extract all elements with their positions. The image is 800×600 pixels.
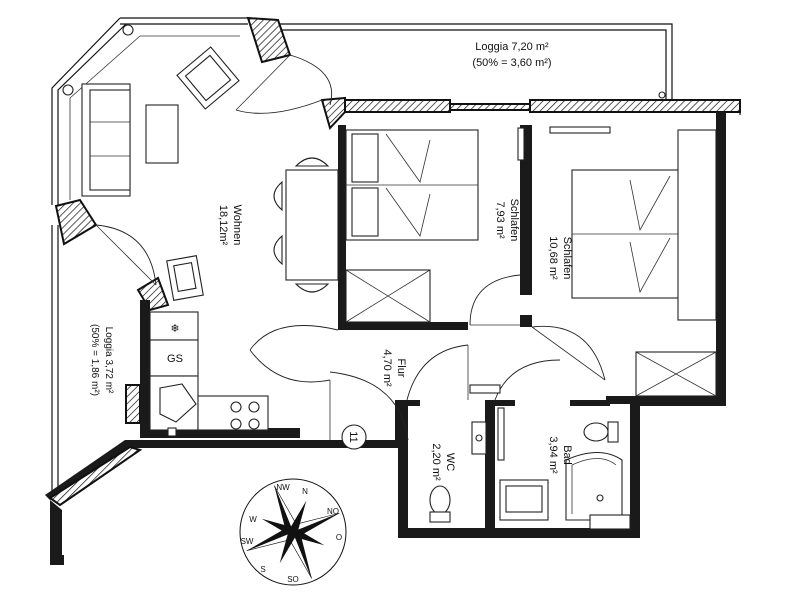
room-labels: Loggia 7,20 m² (50% = 3,60 m²) Wohnen 18… bbox=[89, 41, 573, 481]
flur-area: 4,70 m² bbox=[381, 349, 393, 387]
wc-name: WC bbox=[444, 453, 456, 471]
exterior-walls bbox=[45, 16, 741, 565]
compass-so: SO bbox=[287, 575, 299, 584]
unit-number-badge: 11 bbox=[341, 424, 367, 450]
bedroom-1-furniture bbox=[345, 127, 525, 326]
schlafen1-name: Schlafen bbox=[508, 199, 520, 242]
loggia-top-area: (50% = 3,60 m²) bbox=[472, 57, 551, 69]
flur-name: Flur bbox=[395, 359, 407, 378]
loggia-balustrade bbox=[51, 17, 673, 498]
wc-fixtures bbox=[429, 407, 505, 523]
compass-sw: SW bbox=[241, 537, 254, 546]
stove-icon bbox=[230, 401, 260, 430]
bad-area: 3,94 m² bbox=[547, 436, 559, 474]
toilet-icon bbox=[429, 485, 451, 515]
schlafen2-area: 10,68 m² bbox=[547, 236, 559, 280]
bedroom-2-furniture bbox=[531, 126, 717, 397]
fridge-icon: ❄ bbox=[170, 323, 179, 335]
compass-s: S bbox=[260, 565, 265, 574]
wc-area: 2,20 m² bbox=[430, 443, 442, 481]
bath-fixtures bbox=[499, 421, 631, 530]
shower-icon bbox=[565, 451, 623, 521]
compass-o: O bbox=[336, 533, 342, 542]
unit-number: 11 bbox=[347, 431, 359, 442]
dishwasher-label: GS bbox=[167, 353, 183, 365]
hallway-doors bbox=[249, 325, 561, 441]
compass-rose-icon: NW N NO W O SW S SO bbox=[239, 478, 347, 586]
living-room-furniture bbox=[81, 46, 339, 293]
schlafen2-name: Schlafen bbox=[561, 237, 573, 280]
interior-walls bbox=[338, 125, 636, 530]
compass-nw: NW bbox=[276, 483, 290, 492]
kitchen bbox=[149, 255, 269, 437]
schlafen1-area: 7,93 m² bbox=[494, 201, 506, 239]
loggia-left-area: (50% = 1,86 m²) bbox=[89, 324, 100, 396]
compass-w: W bbox=[249, 515, 257, 524]
wohnen-name: Wohnen bbox=[231, 205, 243, 246]
compass-n: N bbox=[302, 487, 308, 496]
wohnen-area: 18,12m² bbox=[217, 205, 229, 246]
loggia-top-name: Loggia 7,20 m² bbox=[475, 41, 549, 53]
bad-name: Bad bbox=[561, 445, 573, 465]
compass-no: NO bbox=[327, 507, 339, 516]
toilet-icon bbox=[583, 422, 609, 442]
loggia-left-name: Loggia 3,72 m² bbox=[103, 327, 114, 394]
dishwasher bbox=[149, 339, 199, 377]
